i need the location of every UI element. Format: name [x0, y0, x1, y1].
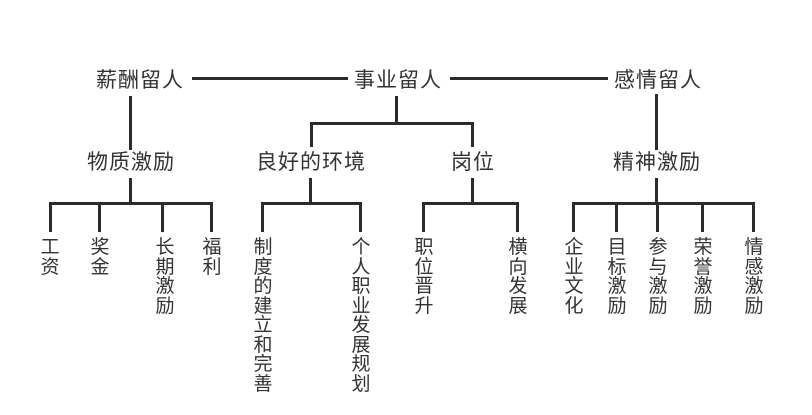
tick-lateral [516, 202, 519, 232]
leaf-goal-incentive: 目标激励 [607, 237, 627, 317]
tick-longterm [161, 202, 164, 232]
tick-goal [615, 202, 618, 232]
environment-down [309, 178, 312, 204]
tick-culture [572, 202, 575, 232]
connector-emotion-down [655, 94, 658, 150]
leaf-corporate-culture: 企业文化 [564, 237, 584, 317]
material-bar [49, 202, 213, 205]
spiritual-bar [572, 202, 755, 205]
tick-careerplan [359, 202, 362, 232]
leaf-emotional-incentive: 情感激励 [744, 237, 764, 317]
connector-salary-down [129, 96, 132, 150]
leaf-honor-incentive: 荣誉激励 [693, 237, 713, 317]
tick-honor [701, 202, 704, 232]
environment-bar [261, 202, 362, 205]
tick-welfare [210, 202, 213, 232]
node-career-retention: 事业留人 [354, 68, 442, 92]
node-position: 岗位 [451, 150, 495, 174]
material-down [129, 178, 132, 204]
leaf-wages: 工资 [40, 237, 60, 278]
tick-wages [49, 202, 52, 232]
leaf-welfare: 福利 [202, 237, 222, 278]
spiritual-down [655, 178, 658, 204]
leaf-participation-incentive: 参与激励 [648, 237, 668, 317]
tick-emotion-leaf [752, 202, 755, 232]
leaf-career-plan: 个人职业发展规划 [351, 237, 371, 395]
tick-promotion [422, 202, 425, 232]
leaf-lateral-development: 横向发展 [508, 237, 528, 317]
position-down [471, 178, 474, 204]
leaf-longterm-incentive: 长期激励 [155, 237, 175, 317]
position-bar [422, 202, 519, 205]
leaf-promotion: 职位晋升 [414, 237, 434, 317]
career-branch-left-drop [310, 122, 313, 147]
connector-career-emotion [450, 77, 608, 80]
leaf-bonus: 奖金 [90, 237, 110, 278]
connector-salary-career [192, 77, 348, 80]
career-branch-bar [310, 122, 474, 125]
node-emotion-retention: 感情留人 [614, 68, 702, 92]
connector-career-down [395, 96, 398, 124]
career-branch-right-drop [471, 122, 474, 147]
node-salary-retention: 薪酬留人 [96, 68, 184, 92]
node-spiritual-incentive: 精神激励 [613, 150, 701, 174]
leaf-system-building: 制度的建立和完善 [253, 237, 273, 395]
node-material-incentive: 物质激励 [87, 150, 175, 174]
tick-participate [656, 202, 659, 232]
tick-bonus [98, 202, 101, 232]
node-good-environment: 良好的环境 [256, 150, 366, 174]
tick-system [261, 202, 264, 232]
